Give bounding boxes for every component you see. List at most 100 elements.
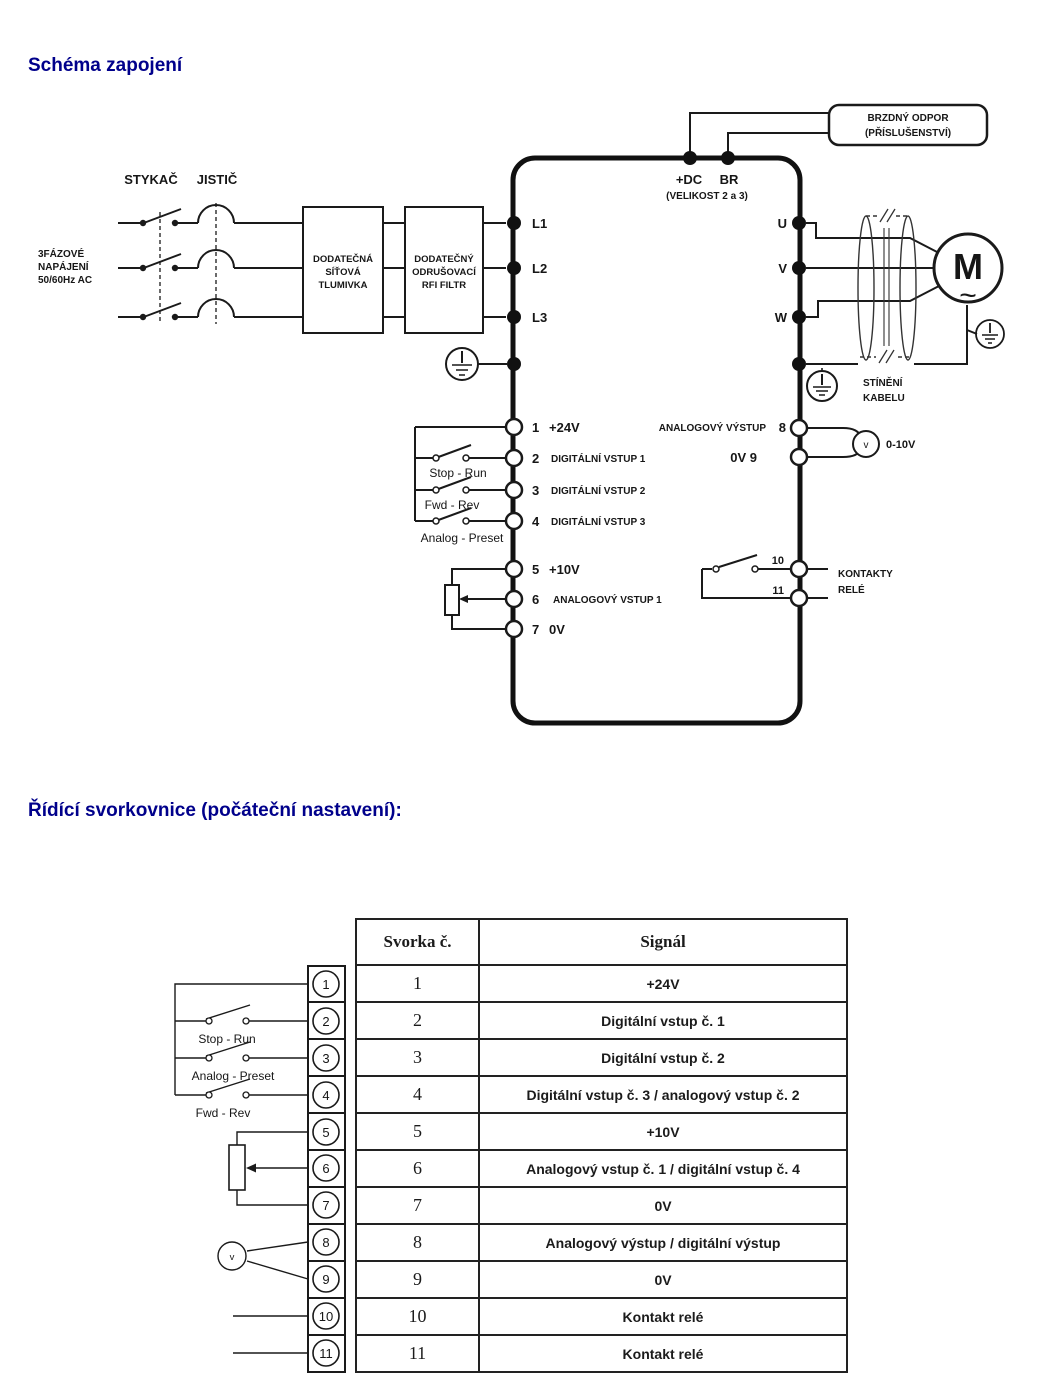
voltmeter-2-glyph: v [230,1252,235,1263]
signal-cell: Analogový vstup č. 1 / digitální vstup č… [478,1149,848,1188]
svg-text:3FÁZOVÉ: 3FÁZOVÉ [38,247,84,260]
supply-label: 3FÁZOVÉ NAPÁJENÍ 50/60Hz AC [38,247,92,286]
svg-text:5: 5 [322,1125,329,1140]
switch2-label-analog-preset: Analog - Preset [192,1069,275,1083]
terminal-number-cell: 8 [355,1223,480,1262]
terminal-number-cell: 4 [355,1075,480,1114]
earth-symbol-motor [975,319,1005,349]
motor-tilde: ~ [959,279,977,312]
terminal-strip [307,965,346,1373]
relay-label-line2: RELÉ [838,583,865,596]
svg-text:RFI FILTR: RFI FILTR [422,280,466,291]
terminal-W-label: W [775,310,788,325]
table-header-row: Svorka č. Signál [355,918,848,966]
relay-contact-dots [712,565,759,573]
terminal-2-number: 2 [532,451,539,466]
terminal-L1-label: L1 [532,216,547,231]
drive-enclosure [510,155,803,726]
terminal-7-number: 7 [532,622,539,637]
earth-symbol-drive-output [806,368,838,402]
svg-text:8: 8 [322,1235,329,1250]
terminal-number-cell: 9 [355,1260,480,1299]
signal-cell: Digitální vstup č. 1 [478,1001,848,1040]
terminal-L2-label: L2 [532,261,547,276]
earth-symbol-input [445,347,507,381]
terminal-3-label: DIGITÁLNÍ VSTUP 2 [551,484,646,497]
svg-text:7: 7 [322,1198,329,1213]
mains-terminals [507,216,521,371]
signal-cell: +24V [478,964,848,1003]
terminal-5-number: 5 [532,562,539,577]
terminal-11-number: 11 [772,585,784,597]
terminal-strip-wiring [174,983,309,1354]
potentiometer [444,584,460,616]
svg-text:6: 6 [322,1161,329,1176]
three-phase-lines [118,203,506,324]
pot-wiper-arrow [459,595,468,603]
terminal-number-cell: 10 [355,1297,480,1336]
dc-terminal-label: +DC [676,172,703,187]
svg-text:1: 1 [322,977,329,992]
svg-text:NAPÁJENÍ: NAPÁJENÍ [38,260,89,273]
line-choke-box: DODATEČNÁ SÍŤOVÁ TLUMIVKA [302,206,384,334]
terminal-number-cell: 11 [355,1334,480,1373]
voltmeter-2 [217,1241,247,1271]
contactor-label: STYKAČ [124,172,178,187]
brake-resistor: BRZDNÝ ODPOR (PŘÍSLUŠENSTVÍ) [689,103,989,155]
svg-text:(PŘÍSLUŠENSTVÍ): (PŘÍSLUŠENSTVÍ) [865,126,951,139]
terminal-U-label: U [778,216,787,231]
motor-terminals [792,216,806,371]
signal-cell: Digitální vstup č. 3 / analogový vstup č… [478,1075,848,1114]
control-terminals [504,417,524,639]
switch-contact-dots-2 [205,1017,250,1099]
switch-label-fwd-rev: Fwd - Rev [425,498,480,512]
br-terminal-label: BR [720,172,739,187]
terminal-1-label: +24V [549,420,580,435]
dc-bus-terminals [683,151,735,165]
terminal-L3-label: L3 [532,310,547,325]
motor-cable [806,222,978,365]
terminal-7-label: 0V [549,622,565,637]
table-row: 1+24V [355,964,848,1003]
motor: M ~ [932,232,1004,312]
terminal-10-number: 10 [772,555,784,567]
svg-text:2: 2 [322,1014,329,1029]
terminal-number-cell: 3 [355,1038,480,1077]
contactor-dots [139,219,179,321]
svg-text:50/60Hz AC: 50/60Hz AC [38,275,92,286]
switch2-label-fwd-rev: Fwd - Rev [196,1106,251,1120]
table-row: 5+10V [355,1112,848,1151]
switch2-label-stop-run: Stop - Run [198,1032,255,1046]
shield-label-line2: KABELU [863,393,905,404]
col-header-terminal: Svorka č. [355,918,480,966]
svg-text:BRZDNÝ ODPOR: BRZDNÝ ODPOR [867,111,949,124]
section-title-wiring-schema: Schéma zapojení [28,55,183,76]
svg-text:DODATEČNÝ: DODATEČNÝ [414,253,474,265]
col-header-signal: Signál [478,918,848,966]
svg-text:ODRUŠOVACÍ: ODRUŠOVACÍ [412,266,476,278]
voltmeter-glyph: v [864,440,869,451]
svg-text:9: 9 [322,1272,329,1287]
terminal-4-label: DIGITÁLNÍ VSTUP 3 [551,515,646,528]
terminal-6-label: ANALOGOVÝ VSTUP 1 [553,593,662,606]
svg-text:TLUMIVKA: TLUMIVKA [318,280,367,291]
terminal-number-cell: 5 [355,1112,480,1151]
size-note: (VELIKOST 2 a 3) [666,191,748,202]
shield-label-line1: STÍNĚNÍ [863,376,903,389]
pot-wiper-arrow-2 [246,1163,256,1173]
terminal-4-number: 4 [532,514,540,529]
terminal-3-number: 3 [532,483,539,498]
terminal-number-cell: 7 [355,1186,480,1225]
terminal-6-number: 6 [532,592,539,607]
signal-cell: Kontakt relé [478,1334,848,1373]
signal-cell: Digitální vstup č. 2 [478,1038,848,1077]
